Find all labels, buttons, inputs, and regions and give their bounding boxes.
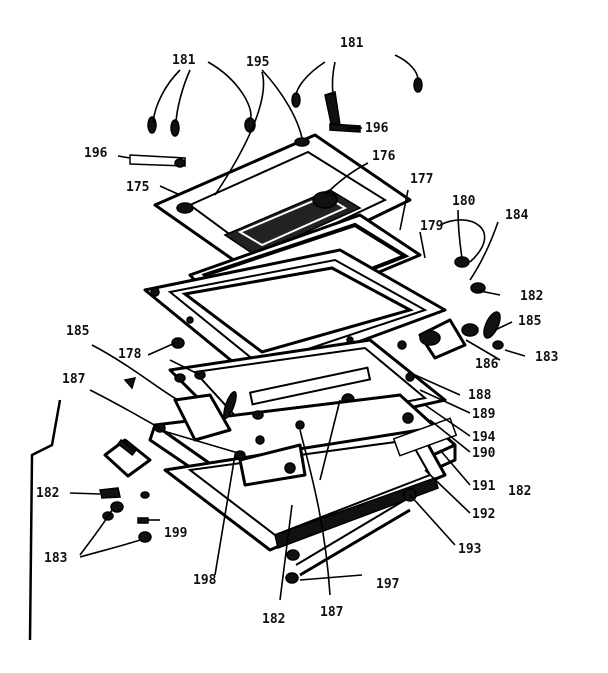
part-labels: 181 181 195 196 196 175 176 177 179 180 … [36,36,558,627]
outer-door-tray [148,393,458,552]
leader-lines [28,54,526,641]
label-187-left: 187 [62,372,85,387]
label-183-left: 183 [44,551,67,566]
label-187-bottom: 187 [320,605,343,620]
label-196-left: 196 [84,146,108,161]
label-182-bottom: 182 [262,612,285,627]
latch-assembly [397,256,504,360]
label-195-top: 195 [246,55,269,70]
label-182-right-top: 182 [520,289,543,304]
label-197: 197 [376,577,399,592]
label-182-right-bottom: 182 [508,484,531,499]
bottom-rod-assembly [285,499,411,584]
label-196-right: 196 [365,121,389,136]
label-182-left: 182 [36,486,59,501]
label-177: 177 [410,172,433,187]
label-175: 175 [126,180,149,195]
label-178: 178 [118,347,142,362]
label-188: 188 [468,388,492,403]
label-183-right: 183 [535,350,558,365]
label-191: 191 [472,479,496,494]
label-192: 192 [472,507,495,522]
label-190: 190 [472,446,496,461]
label-181-right: 181 [340,36,364,51]
label-180: 180 [452,194,476,209]
label-176: 176 [372,149,396,164]
label-181-left: 181 [172,53,196,68]
label-185-right: 185 [518,314,541,329]
label-179: 179 [420,219,443,234]
label-194: 194 [472,430,496,445]
top-screws [129,77,423,168]
top-door-panel [153,133,412,277]
label-184: 184 [505,208,529,223]
inner-door-frame [143,248,447,382]
label-186: 186 [475,357,499,372]
label-189: 189 [472,407,495,422]
label-198: 198 [193,573,217,588]
label-185-left: 185 [66,324,89,339]
label-193: 193 [458,542,481,557]
label-199: 199 [164,526,187,541]
